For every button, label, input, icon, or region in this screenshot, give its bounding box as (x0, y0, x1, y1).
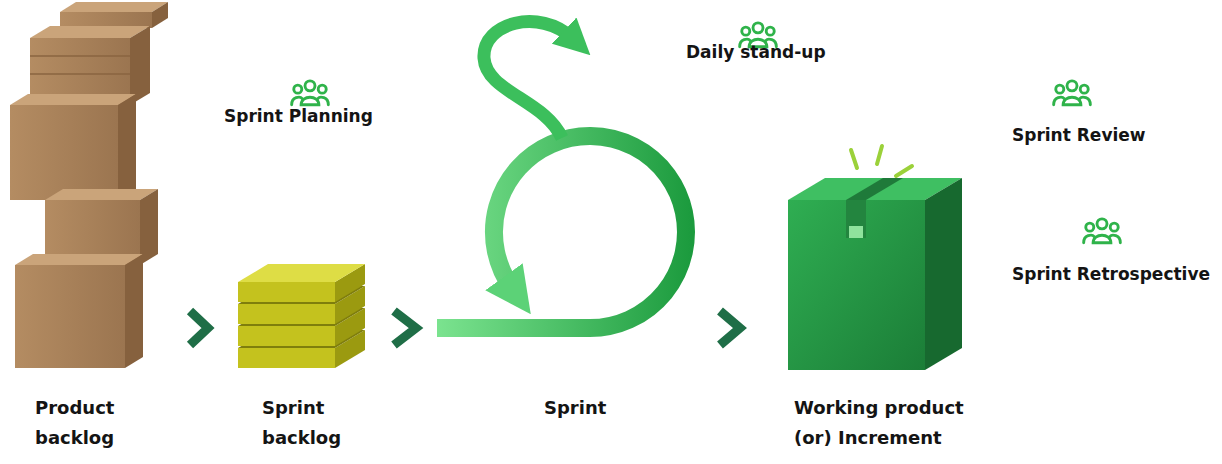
box-stack-illustration (10, 2, 168, 368)
meeting-label: Sprint Review (1012, 123, 1146, 147)
slab-top (238, 264, 365, 282)
slab-front (238, 348, 335, 368)
stage-caption: Working product (or) Increment (794, 393, 986, 453)
daily-cycle-arrow (484, 22, 572, 138)
stage-caption: Sprint backlog (262, 393, 354, 453)
process-stage: Sprint backlog (212, 0, 390, 464)
box-front (788, 200, 925, 370)
people-icon (1054, 81, 1091, 105)
stage-caption: Sprint (544, 393, 664, 423)
flow-chevron (190, 311, 208, 345)
box-top (60, 2, 168, 12)
process-stage: Sprint (420, 0, 716, 464)
people-icon (292, 81, 329, 105)
box-tape (846, 178, 903, 200)
box-tape (846, 200, 866, 238)
sprint-cycle-arrow (437, 136, 686, 328)
box-side (125, 254, 143, 368)
box-side (130, 26, 150, 105)
people-icon (1084, 219, 1121, 243)
meeting-label: Daily stand-up (686, 40, 826, 64)
meeting-label: Sprint Planning (224, 104, 373, 128)
box-front (60, 12, 152, 28)
box-seam (30, 73, 130, 75)
box-top (15, 254, 143, 265)
box-side (118, 94, 136, 200)
product-box-illustration (788, 146, 962, 370)
sparkle-line (851, 150, 857, 168)
flow-chevron (720, 311, 740, 345)
box-seam (30, 55, 130, 57)
slab-front (238, 326, 335, 346)
slab-front (238, 282, 335, 302)
box-top (30, 26, 150, 38)
flow-chevron (394, 311, 416, 345)
stage-caption: Product backlog (35, 393, 135, 453)
box-tape-end (849, 226, 863, 238)
slab-front (238, 304, 335, 324)
process-stage: Product backlog (0, 0, 186, 464)
slab-stack-illustration (238, 264, 365, 368)
sprint-loop-illustration (437, 22, 686, 328)
box-front (15, 265, 125, 368)
box-front (10, 105, 118, 200)
process-stage: Working product (or) Increment (744, 0, 975, 464)
box-side (152, 2, 168, 28)
sparkle-line (896, 166, 912, 176)
box-side (925, 178, 962, 370)
box-side (140, 189, 158, 265)
box-top (45, 189, 158, 200)
box-top (10, 94, 136, 105)
meeting-label: Sprint Retrospective (1012, 262, 1210, 286)
sparkle-line (877, 146, 882, 164)
